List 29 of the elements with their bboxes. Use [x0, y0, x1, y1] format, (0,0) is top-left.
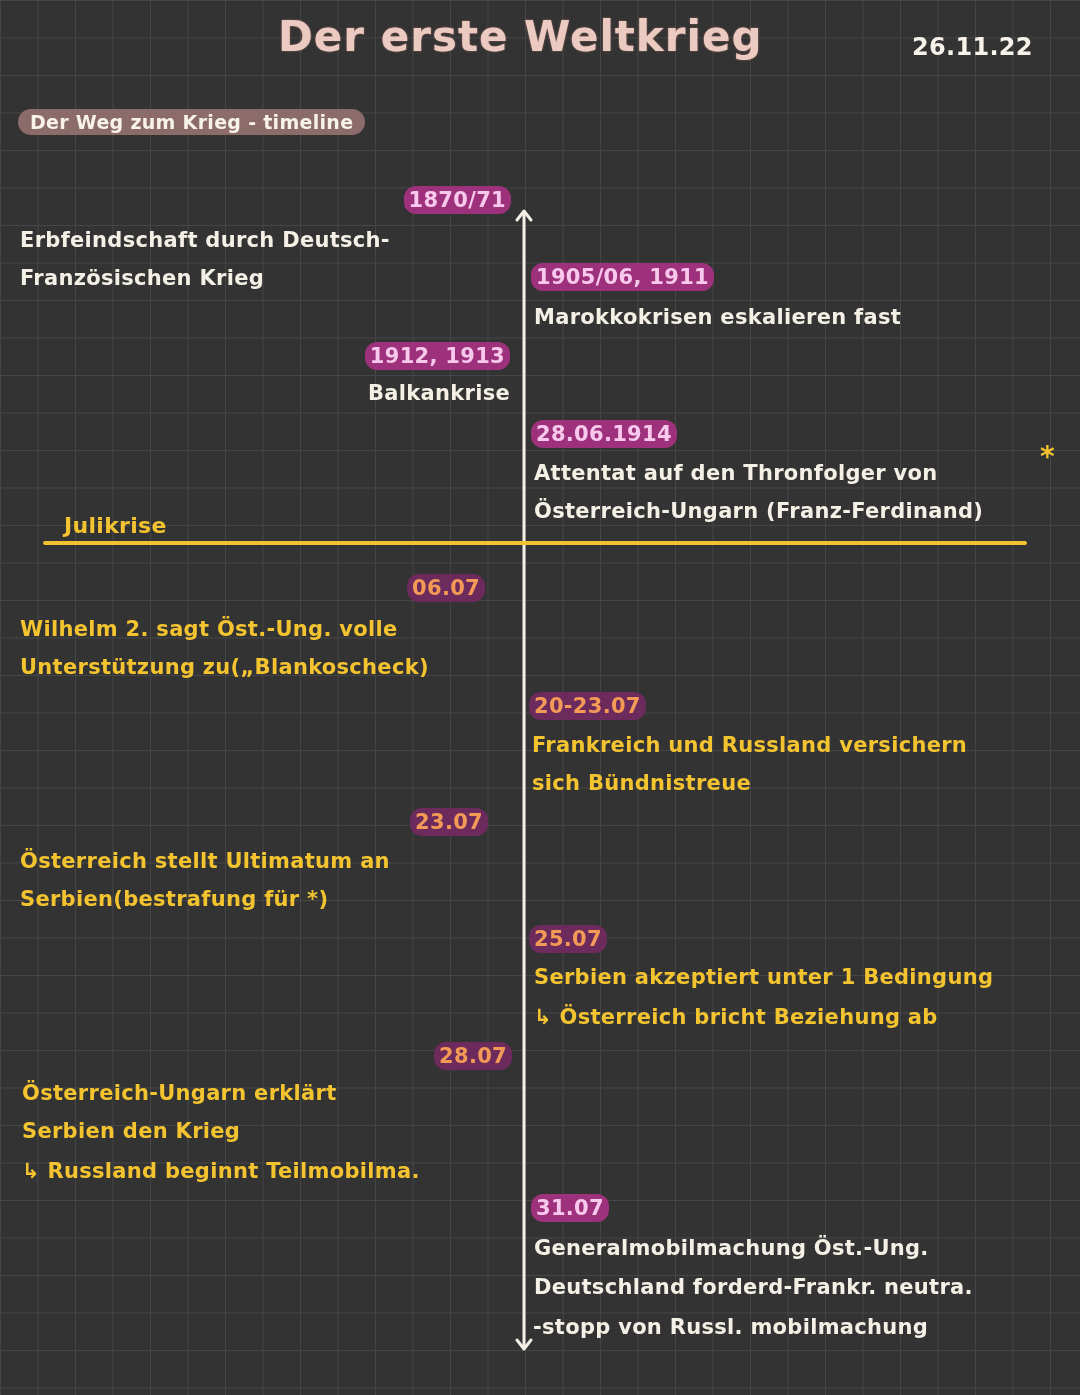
date-tag: 1870/71	[403, 186, 511, 214]
date-tag: 23.07	[410, 808, 488, 836]
date-tag: 06.07	[407, 574, 485, 602]
section-heading: Der Weg zum Krieg - timeline	[18, 109, 366, 135]
event-text: Serbien akzeptiert unter 1 Bedingung	[534, 964, 994, 991]
event-text: Generalmobilmachung Öst.-Ung.	[534, 1234, 929, 1262]
event-text: Deutschland forderd-Frankr. neutra.	[534, 1274, 973, 1301]
event-text: Balkankrise	[367, 380, 510, 407]
date-tag: 1905/06, 1911	[531, 263, 714, 291]
event-text: ↳ Russland beginnt Teilmobilma.	[22, 1158, 420, 1185]
event-text: Erbfeindschaft durch Deutsch-Französischen Krieg	[20, 227, 391, 292]
event-text: Wilhelm 2. sagt Öst.-Ung. volle Unterstützung zu(„Blankoscheck)	[20, 615, 430, 681]
event-text: -stopp von Russl. mobilmachung	[533, 1314, 929, 1341]
event-text: Frankreich und Russland versichern sich Bündnistreue	[532, 732, 969, 797]
event-text: Österreich stellt Ultimatum an Serbien(bestrafung für *)	[20, 847, 391, 913]
date-tag: 1912, 1913	[364, 342, 510, 370]
date-tag: 28.06.1914	[531, 420, 677, 448]
page-title: Der erste Weltkrieg	[278, 11, 763, 63]
date-tag: 31.07	[531, 1194, 609, 1222]
note-date: 26.11.22	[912, 32, 1033, 63]
date-tag: 28.07	[434, 1042, 512, 1070]
event-text: ↳ Österreich bricht Beziehung ab	[534, 1003, 938, 1031]
event-text: Österreich-Ungarn erklärt Serbien den Krieg	[22, 1079, 338, 1145]
section-label: Julikrise	[64, 512, 167, 540]
footnote-mark: *	[1040, 439, 1055, 475]
event-text: Attentat auf den Thronfolger von Österreich-Ungarn (Franz-Ferdinand)	[534, 460, 985, 525]
date-tag: 20-23.07	[529, 692, 646, 720]
date-tag: 25.07	[529, 925, 607, 953]
event-text: Marokkokrisen eskalieren fast	[534, 304, 902, 331]
